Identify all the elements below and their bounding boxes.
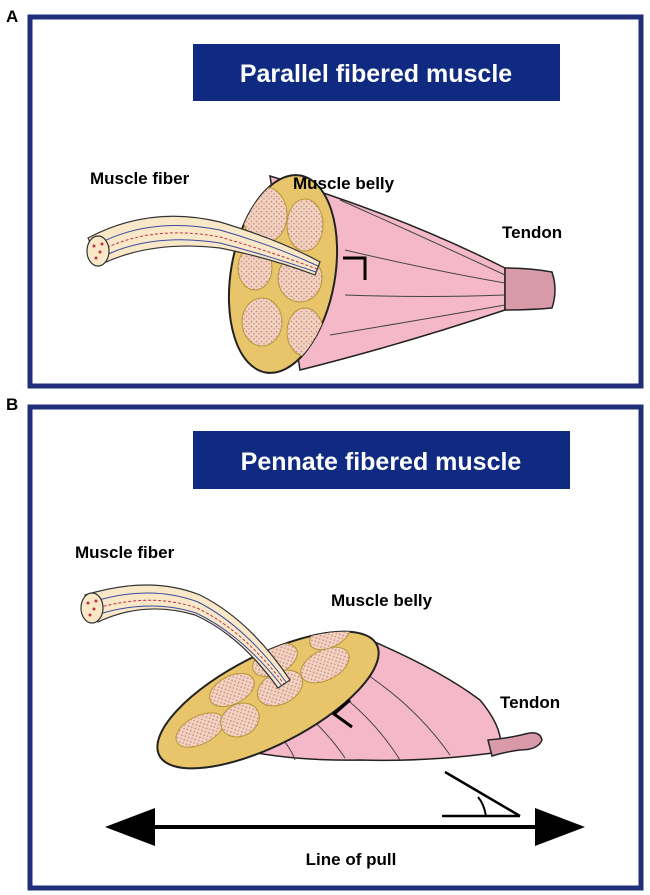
panel-b-belly-label: Muscle belly: [331, 591, 433, 610]
panel-b-frame: [27, 404, 644, 891]
pennation-angle-indicator: [442, 770, 521, 818]
panel-b-fiber-label: Muscle fiber: [75, 543, 175, 562]
line-of-pull-arrow: [105, 808, 585, 846]
panel-a-belly-label: Muscle belly: [293, 174, 395, 193]
pennate-angle-mark: [331, 698, 353, 729]
panel-a: A Parallel fibered muscle: [6, 7, 644, 389]
pennate-muscle-fiber: [80, 584, 291, 689]
line-of-pull-label: Line of pull: [306, 850, 397, 869]
panel-b: B Pennate fibered muscle: [6, 395, 644, 891]
panel-b-letter: B: [6, 395, 18, 414]
parallel-muscle-fiber: [86, 215, 321, 276]
parallel-cross-section: [227, 174, 339, 374]
panel-b-tendon-label: Tendon: [500, 693, 560, 712]
panel-a-tendon-label: Tendon: [502, 223, 562, 242]
panel-a-fiber-label: Muscle fiber: [90, 169, 190, 188]
parallel-angle-mark: [343, 256, 367, 280]
pennate-tendon: [487, 732, 543, 757]
panel-a-title: Parallel fibered muscle: [240, 60, 512, 88]
panel-a-title-box: [193, 44, 560, 101]
panel-b-title: Pennate fibered muscle: [241, 448, 522, 476]
panel-b-title-box: [193, 431, 570, 489]
panel-a-letter: A: [6, 7, 18, 26]
panel-a-frame: [27, 14, 644, 389]
parallel-tendon: [504, 267, 556, 311]
